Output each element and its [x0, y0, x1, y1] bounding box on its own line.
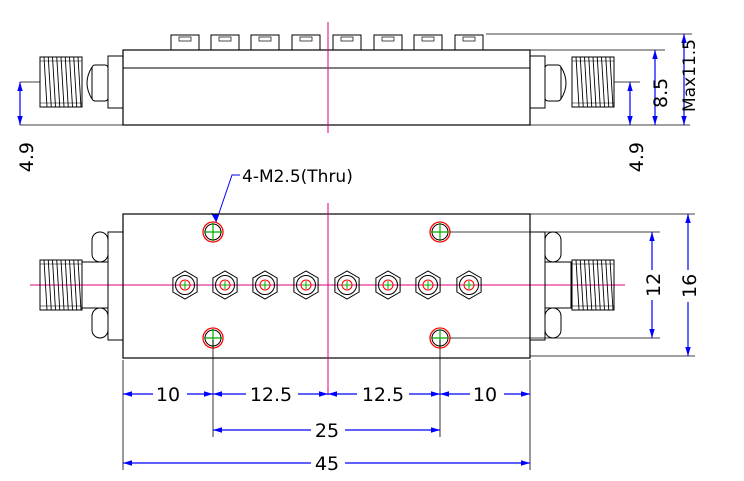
mounting-hole-icon [202, 221, 224, 243]
thread-callout: 4-M2.5(Thru) [211, 167, 353, 223]
edge-to-hole-left-label: 10 [156, 384, 180, 406]
side-body [122, 49, 531, 126]
tuning-screw-icon [210, 34, 240, 51]
tuning-screw-icon [375, 270, 401, 300]
tuning-screw-icon [332, 34, 362, 51]
mounting-hole-icon [429, 221, 451, 243]
connector-height-right-label: 4.9 [626, 142, 648, 172]
connector-height-left-label: 4.9 [16, 142, 38, 172]
tuning-screw-icon [293, 270, 319, 300]
overall-width-label: 16 [679, 274, 701, 298]
tuning-screw-icon [413, 34, 443, 51]
overall-length-label: 45 [315, 453, 339, 475]
center-to-hole-right-label: 12.5 [362, 384, 404, 406]
thread-callout-label: 4-M2.5(Thru) [242, 167, 353, 187]
sma-connector-icon [529, 55, 615, 109]
hole-to-edge-right-label: 10 [473, 384, 497, 406]
top-view: 10 12.5 12.5 10 25 45 12 16 [30, 203, 701, 475]
tuning-screw-icon [415, 270, 441, 300]
sma-connector-icon [39, 55, 124, 109]
tuning-screw-icon [212, 270, 238, 300]
max-height-label: Max11.5 [680, 39, 700, 112]
top-tuning-screws [172, 270, 482, 300]
hole-to-center-left-label: 12.5 [250, 384, 292, 406]
tuning-screw-icon [456, 270, 482, 300]
hole-spacing-label: 25 [315, 420, 339, 442]
tuning-screw-icon [373, 34, 403, 51]
tuning-screw-icon [454, 34, 484, 51]
tuning-screw-icon [172, 270, 198, 300]
sma-connector-icon [529, 231, 615, 341]
sma-connector-icon [39, 231, 124, 341]
tuning-screw-icon [250, 34, 280, 51]
hole-vertical-spacing-label: 12 [643, 273, 665, 297]
side-tuning-screws [170, 34, 484, 51]
side-view: 4.9 4.9 8.5 Max11.5 [16, 22, 700, 172]
tuning-screw-icon [252, 270, 278, 300]
tuning-screw-icon [334, 270, 360, 300]
body-height-label: 8.5 [650, 78, 672, 108]
tuning-screw-icon [291, 34, 321, 51]
tuning-screw-icon [170, 34, 200, 51]
